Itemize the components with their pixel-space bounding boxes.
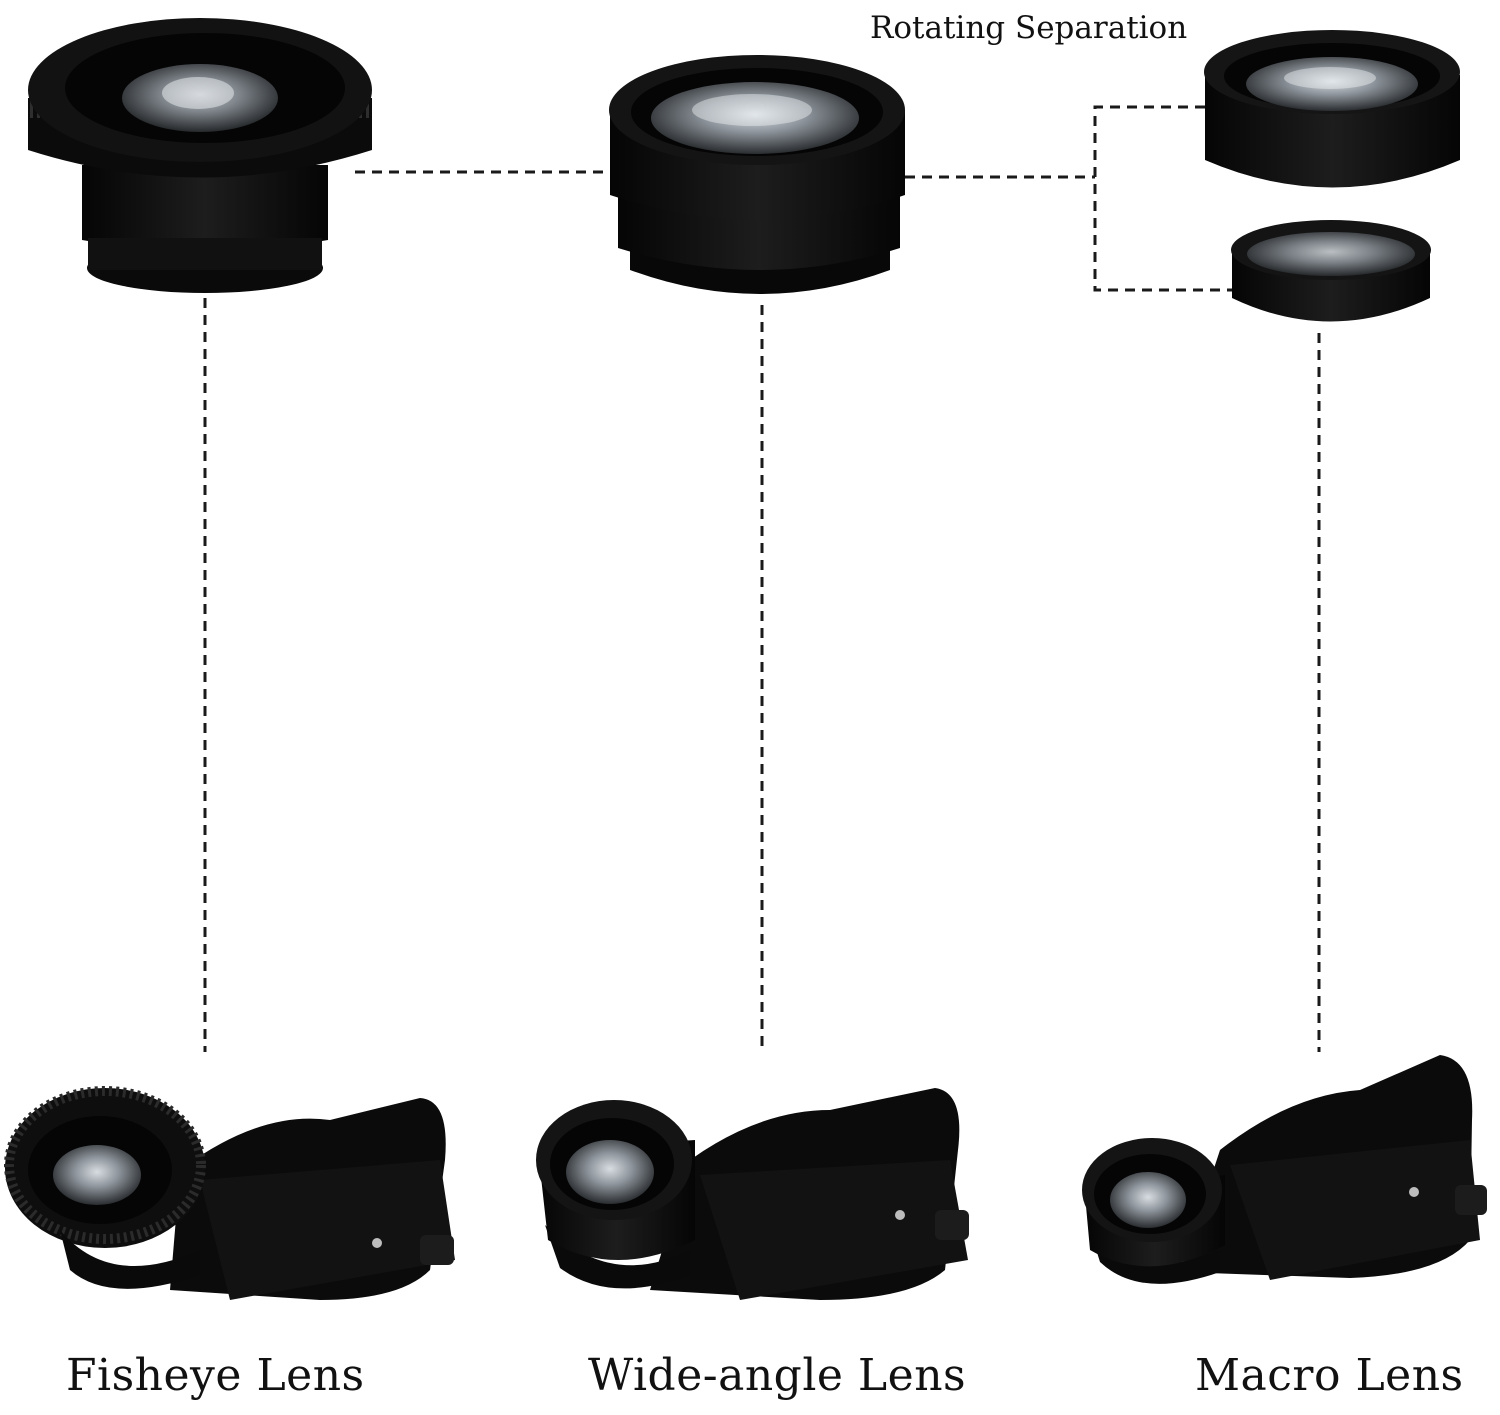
fisheye-lens-icon [28, 18, 372, 293]
macro-lower-part-icon [1231, 220, 1431, 322]
rotating-separation-label: Rotating Separation [870, 10, 1188, 46]
fisheye-caption: Fisheye Lens [66, 1350, 365, 1401]
wide-angle-caption: Wide-angle Lens [588, 1350, 967, 1401]
macro-clip-icon [1082, 1055, 1487, 1284]
fisheye-clip-icon [4, 1086, 455, 1300]
connector-lines [203, 105, 1321, 1052]
macro-upper-part-icon [1204, 30, 1460, 188]
wide-angle-lens-icon [609, 55, 905, 294]
macro-caption: Macro Lens [1195, 1350, 1464, 1401]
connector-split-bracket [1093, 105, 1232, 292]
wide-angle-clip-icon [536, 1088, 969, 1300]
